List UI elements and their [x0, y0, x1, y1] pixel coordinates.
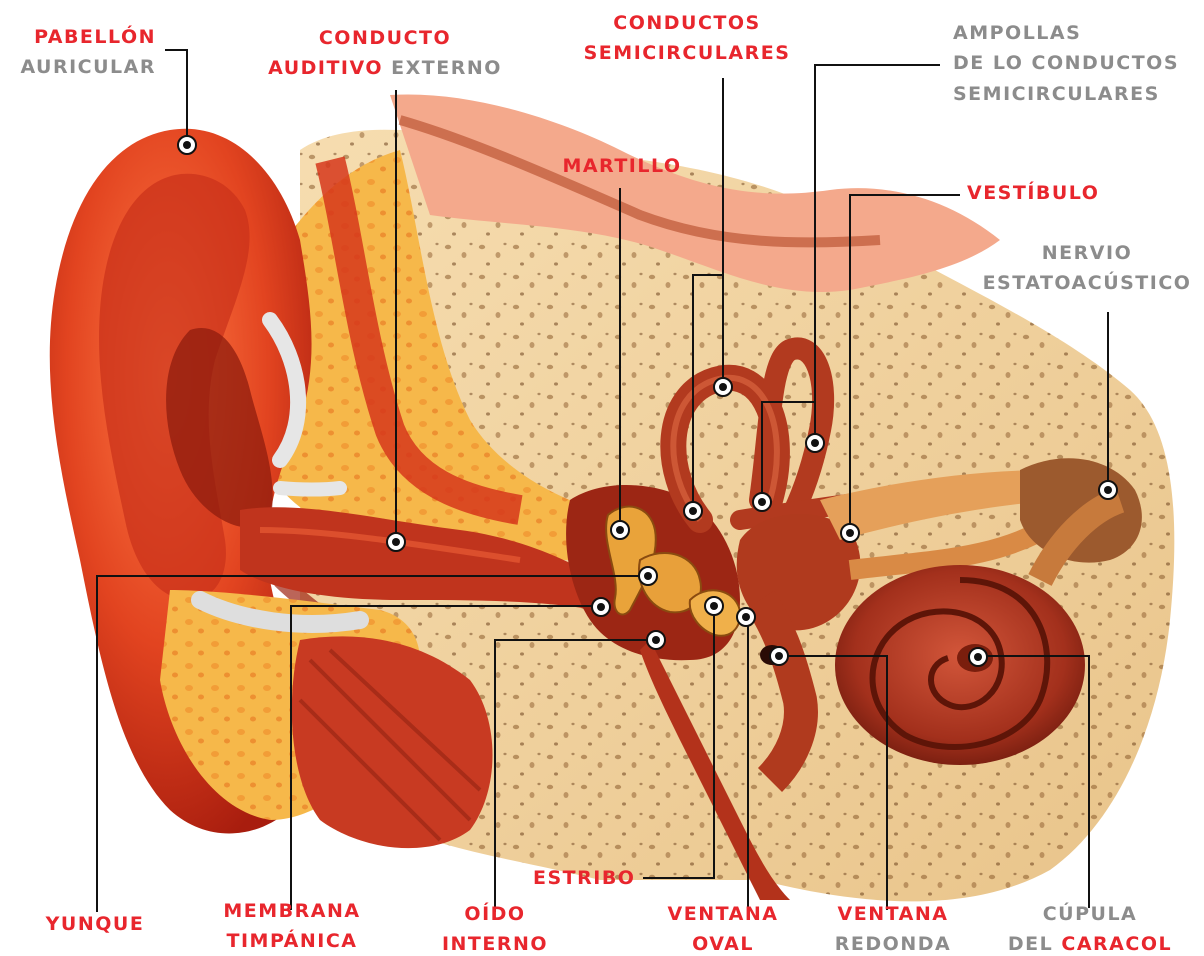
label-pabellon: PABELLÓN — [20, 26, 156, 49]
label-ventana-redonda-2: REDONDA — [835, 933, 951, 956]
marker-cupula — [969, 648, 987, 666]
marker-vestibulo — [841, 524, 859, 542]
label-estatoacustico: ESTATOACÚSTICO — [983, 272, 1192, 295]
label-conducto: CONDUCTO — [319, 27, 451, 50]
label-externo: EXTERNO — [391, 57, 502, 79]
label-nervio: NERVIO — [1042, 242, 1132, 265]
label-auditivo-externo: AUDITIVO EXTERNO — [268, 57, 502, 80]
label-yunque: YUNQUE — [46, 913, 145, 936]
marker-ampolla-1 — [806, 434, 824, 452]
marker-ventana-redonda — [770, 647, 788, 665]
label-membrana: MEMBRANA — [223, 900, 360, 923]
label-martillo: MARTILLO — [562, 155, 681, 178]
label-interno: INTERNO — [442, 933, 548, 956]
marker-canal-upper — [714, 378, 732, 396]
marker-conducto — [387, 533, 405, 551]
label-de-lo-conductos: DE LO CONDUCTOS — [953, 52, 1179, 75]
label-estribo: ESTRIBO — [533, 867, 635, 890]
marker-nervio — [1099, 481, 1117, 499]
label-vestibulo: VESTÍBULO — [967, 182, 1099, 205]
label-del: DEL — [1008, 933, 1053, 955]
label-ventana-redonda-1: VENTANA — [838, 903, 949, 926]
label-ventana-oval-2: OVAL — [692, 933, 754, 956]
label-semicirculares: SEMICIRCULARES — [584, 42, 791, 65]
label-ampollas: AMPOLLAS — [953, 22, 1081, 45]
label-caracol: CARACOL — [1061, 933, 1172, 955]
marker-canal-lower — [684, 502, 702, 520]
label-del-caracol: DEL CARACOL — [1008, 933, 1172, 956]
marker-yunque — [639, 567, 657, 585]
marker-ventana-oval — [737, 608, 755, 626]
marker-pabellon — [178, 136, 196, 154]
marker-martillo — [611, 521, 629, 539]
marker-ampolla-2 — [753, 493, 771, 511]
marker-membrana — [592, 598, 610, 616]
cochlea — [835, 565, 1085, 765]
label-ventana-oval-1: VENTANA — [668, 903, 779, 926]
label-timpanica: TIMPÁNICA — [227, 930, 358, 953]
marker-estribo — [705, 597, 723, 615]
label-cupula: CÚPULA — [1043, 903, 1138, 926]
label-auricular: AURICULAR — [10, 56, 156, 79]
label-auditivo: AUDITIVO — [268, 57, 383, 79]
label-ampollas-semicirculares: SEMICIRCULARES — [953, 83, 1160, 106]
label-oido: OÍDO — [464, 903, 525, 926]
label-conductos: CONDUCTOS — [613, 12, 760, 35]
marker-oido-interno — [647, 631, 665, 649]
